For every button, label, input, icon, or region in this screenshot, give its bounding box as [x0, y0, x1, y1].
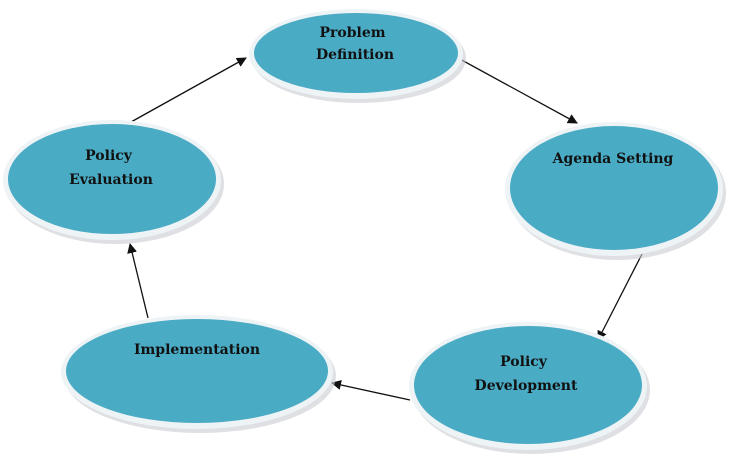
edges [127, 57, 643, 401]
arrow-implementation-to-evaluation [127, 243, 149, 319]
svg-text:Policy Development: Policy Development [475, 354, 578, 394]
svg-text:Policy Evaluation: Policy Evaluation [69, 148, 153, 188]
node-label-line: Implementation [134, 342, 260, 358]
node-problem-definition: Problem Definition [249, 9, 466, 103]
node-implementation: Implementation [61, 315, 336, 433]
svg-text:Implementation: Implementation [134, 342, 260, 358]
arrow-agenda-to-development [597, 253, 643, 341]
node-policy-development: Policy Development [409, 322, 650, 454]
node-label-line: Problem [320, 25, 386, 41]
arrow-problem-to-agenda [457, 57, 578, 124]
arrow-evaluation-to-problem [130, 57, 247, 123]
svg-text:Problem Definition: Problem Definition [316, 25, 394, 63]
arrow-development-to-implementation [331, 380, 411, 401]
node-label-line: Policy [85, 148, 133, 164]
node-agenda-setting: Agenda Setting [505, 122, 726, 260]
node-policy-evaluation: Policy Evaluation [3, 120, 224, 244]
node-label-line: Policy [500, 354, 548, 370]
node-label-line: Evaluation [69, 172, 153, 188]
node-label-line: Definition [316, 47, 394, 63]
node-label-line: Agenda Setting [552, 151, 674, 167]
node-label-line: Development [475, 378, 578, 394]
svg-text:Agenda Setting: Agenda Setting [552, 151, 674, 167]
